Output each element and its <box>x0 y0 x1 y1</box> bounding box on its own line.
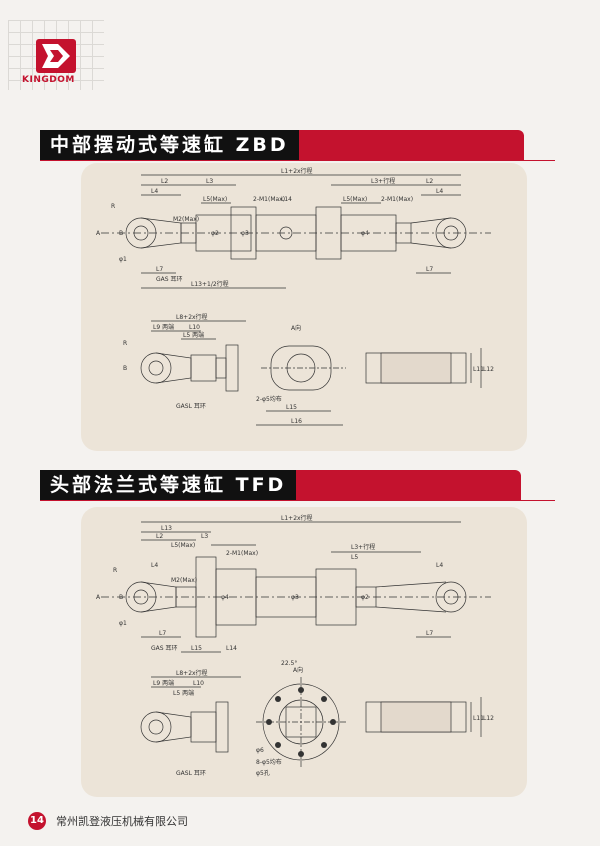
dim-label: 2-M1(Max) <box>226 550 258 557</box>
dim-label: L8+2x行程 <box>176 669 208 677</box>
dim-label: φ5孔 <box>256 769 270 777</box>
dim-label: L14 <box>281 196 292 203</box>
dim-label: L4 <box>151 562 158 569</box>
dim-label: L16 <box>291 418 302 425</box>
dim-label: 8-φ5均布 <box>256 758 282 766</box>
dim-label: L1+2x行程 <box>281 514 313 522</box>
dim-label: R <box>123 340 127 347</box>
dim-label: GAS 耳环 <box>156 276 182 283</box>
view-label-b: B <box>119 230 123 237</box>
dim-label: L5(Max) <box>343 196 367 203</box>
section-title-zbd: 中部摆动式等速缸 ZBD <box>40 130 299 160</box>
logo-text: KINGDOM <box>22 75 75 85</box>
dim-label: L2 <box>161 178 168 185</box>
dim-label: φ2 <box>211 230 219 237</box>
title-red-strip <box>296 470 522 500</box>
dim-label: φ4 <box>221 594 229 601</box>
dim-label: L5 <box>351 554 358 561</box>
dim-label: L3 <box>206 178 213 185</box>
dim-label: L1+2x行程 <box>281 167 313 175</box>
title-red-strip <box>298 130 524 160</box>
section-title-bar-tfd: 头部法兰式等速缸 TFD <box>40 470 522 500</box>
view-a-label: A向 <box>291 324 301 332</box>
kingdom-logo: KINGDOM <box>22 35 92 90</box>
dim-label: L13 <box>161 525 172 532</box>
section-title-bar-zbd: 中部摆动式等速缸 ZBD <box>40 130 524 160</box>
dim-label: φ3 <box>291 594 299 601</box>
section-label-a: A <box>96 594 101 601</box>
dim-label: φ1 <box>119 256 127 263</box>
dim-label: φ4 <box>361 230 369 237</box>
dim-label: M2(Max) <box>173 216 199 223</box>
dim-label: GASL 耳环 <box>176 403 206 410</box>
dim-label: 2-M1(Max) <box>381 196 413 203</box>
section-title-tfd: 头部法兰式等速缸 TFD <box>40 470 297 500</box>
dim-label: M2(Max) <box>171 577 197 584</box>
logo-mark-icon <box>36 39 76 73</box>
dim-label: L3+行程 <box>351 543 375 551</box>
dim-label: φ1 <box>119 620 127 627</box>
dim-label: L3+行程 <box>371 177 395 185</box>
dim-label: L5 两端 <box>173 689 194 697</box>
dim-label: GASL 耳环 <box>176 770 206 777</box>
dim-label: φ2 <box>361 594 369 601</box>
dim-label: L11 <box>473 715 484 722</box>
dim-label: L5 两端 <box>183 331 204 339</box>
dim-label: L11 <box>473 366 484 373</box>
drawing-panel-zbd: L1+2x行程 L2 L3 L3+行程 L2 L4 L4 L5(Max) L5(… <box>81 163 527 451</box>
dim-label: GAS 耳环 <box>151 645 177 652</box>
tfd-technical-drawing: L1+2x行程 L13 L2 L3 L5(Max) 2-M1(Max) L3+行… <box>96 514 494 777</box>
view-label-b: B <box>119 594 123 601</box>
title-underline <box>40 160 555 161</box>
angle-label: 22.5° <box>281 660 297 667</box>
dim-label: L12 <box>483 366 494 373</box>
zbd-technical-drawing: L1+2x行程 L2 L3 L3+行程 L2 L4 L4 L5(Max) L5(… <box>96 167 494 426</box>
dim-label: L14 <box>226 645 237 652</box>
drawing-panel-tfd: L1+2x行程 L13 L2 L3 L5(Max) 2-M1(Max) L3+行… <box>81 507 527 797</box>
dim-label: L7 <box>156 266 163 273</box>
dim-label: L3 <box>201 533 208 540</box>
dim-label: L7 <box>159 630 166 637</box>
dim-label: φ6 <box>256 747 264 754</box>
dim-label: B <box>123 365 127 372</box>
dim-label: L4 <box>436 188 443 195</box>
dim-label: L4 <box>151 188 158 195</box>
section-label-a: A <box>96 230 101 237</box>
dim-label: L10 <box>193 680 204 687</box>
dim-label: L5(Max) <box>171 542 195 549</box>
title-underline <box>40 500 555 501</box>
dim-label: 2-M1(Max) <box>253 196 285 203</box>
page-footer: 14 常州凯登液压机械有限公司 <box>28 812 188 830</box>
dim-label: L10 <box>189 324 200 331</box>
company-name: 常州凯登液压机械有限公司 <box>56 815 188 828</box>
radius-label: R <box>111 203 115 210</box>
dim-label: L9 两端 <box>153 323 174 331</box>
dim-label: φ3 <box>241 230 249 237</box>
dim-label: L5(Max) <box>203 196 227 203</box>
dim-label: L15 <box>191 645 202 652</box>
dim-label: 2-φ5均布 <box>256 395 282 403</box>
dim-label: L12 <box>483 715 494 722</box>
dim-label: L8+2x行程 <box>176 313 208 321</box>
dim-label: L9 两端 <box>153 679 174 687</box>
dim-label: L13+1/2行程 <box>191 280 229 288</box>
dim-label: L15 <box>286 404 297 411</box>
radius-label: R <box>113 567 117 574</box>
page-number: 14 <box>28 812 46 830</box>
dim-label: L7 <box>426 630 433 637</box>
dim-label: L7 <box>426 266 433 273</box>
dim-label: L2 <box>156 533 163 540</box>
view-a-label: A向 <box>293 666 303 674</box>
dim-label: L2 <box>426 178 433 185</box>
dim-label: L4 <box>436 562 443 569</box>
